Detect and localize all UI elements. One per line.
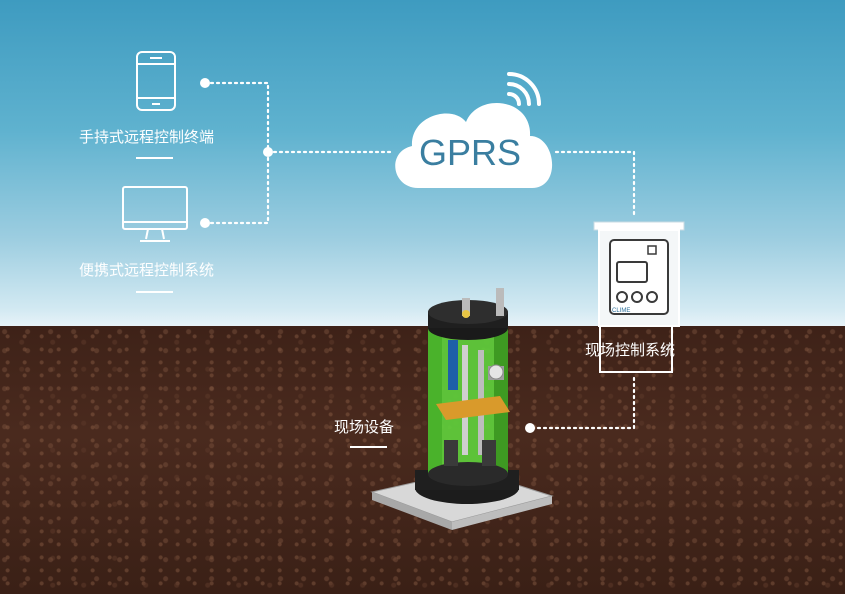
- gprs-label: GPRS: [419, 132, 521, 173]
- site-control-label: 现场控制系统: [585, 341, 676, 359]
- soil-ground: [0, 326, 845, 594]
- smartphone-icon: [136, 51, 176, 111]
- portable-system-label: 便携式远程控制系统: [79, 261, 215, 279]
- pump-station-icon: [370, 288, 554, 530]
- equipment-underline: [350, 446, 387, 448]
- connector-handheld: [203, 81, 270, 154]
- connector-dot: [200, 78, 210, 88]
- connector-cloud-cabinet: [554, 150, 636, 217]
- portable-underline: [136, 291, 173, 293]
- control-cabinet-icon: CLIME: [593, 221, 685, 373]
- monitor-icon: [122, 186, 188, 242]
- handheld-terminal-label: 手持式远程控制终端: [79, 128, 215, 146]
- connector-dot: [200, 218, 210, 228]
- handheld-underline: [136, 157, 173, 159]
- cabinet-brand: CLIME: [612, 308, 630, 314]
- connector-cabinet-equipment: [528, 376, 636, 430]
- connector-dot: [525, 423, 535, 433]
- cloud-wifi-icon: [395, 72, 553, 188]
- site-equipment-label: 现场设备: [334, 418, 395, 436]
- connector-hub-dot: [263, 147, 273, 157]
- connector-portable: [203, 150, 270, 225]
